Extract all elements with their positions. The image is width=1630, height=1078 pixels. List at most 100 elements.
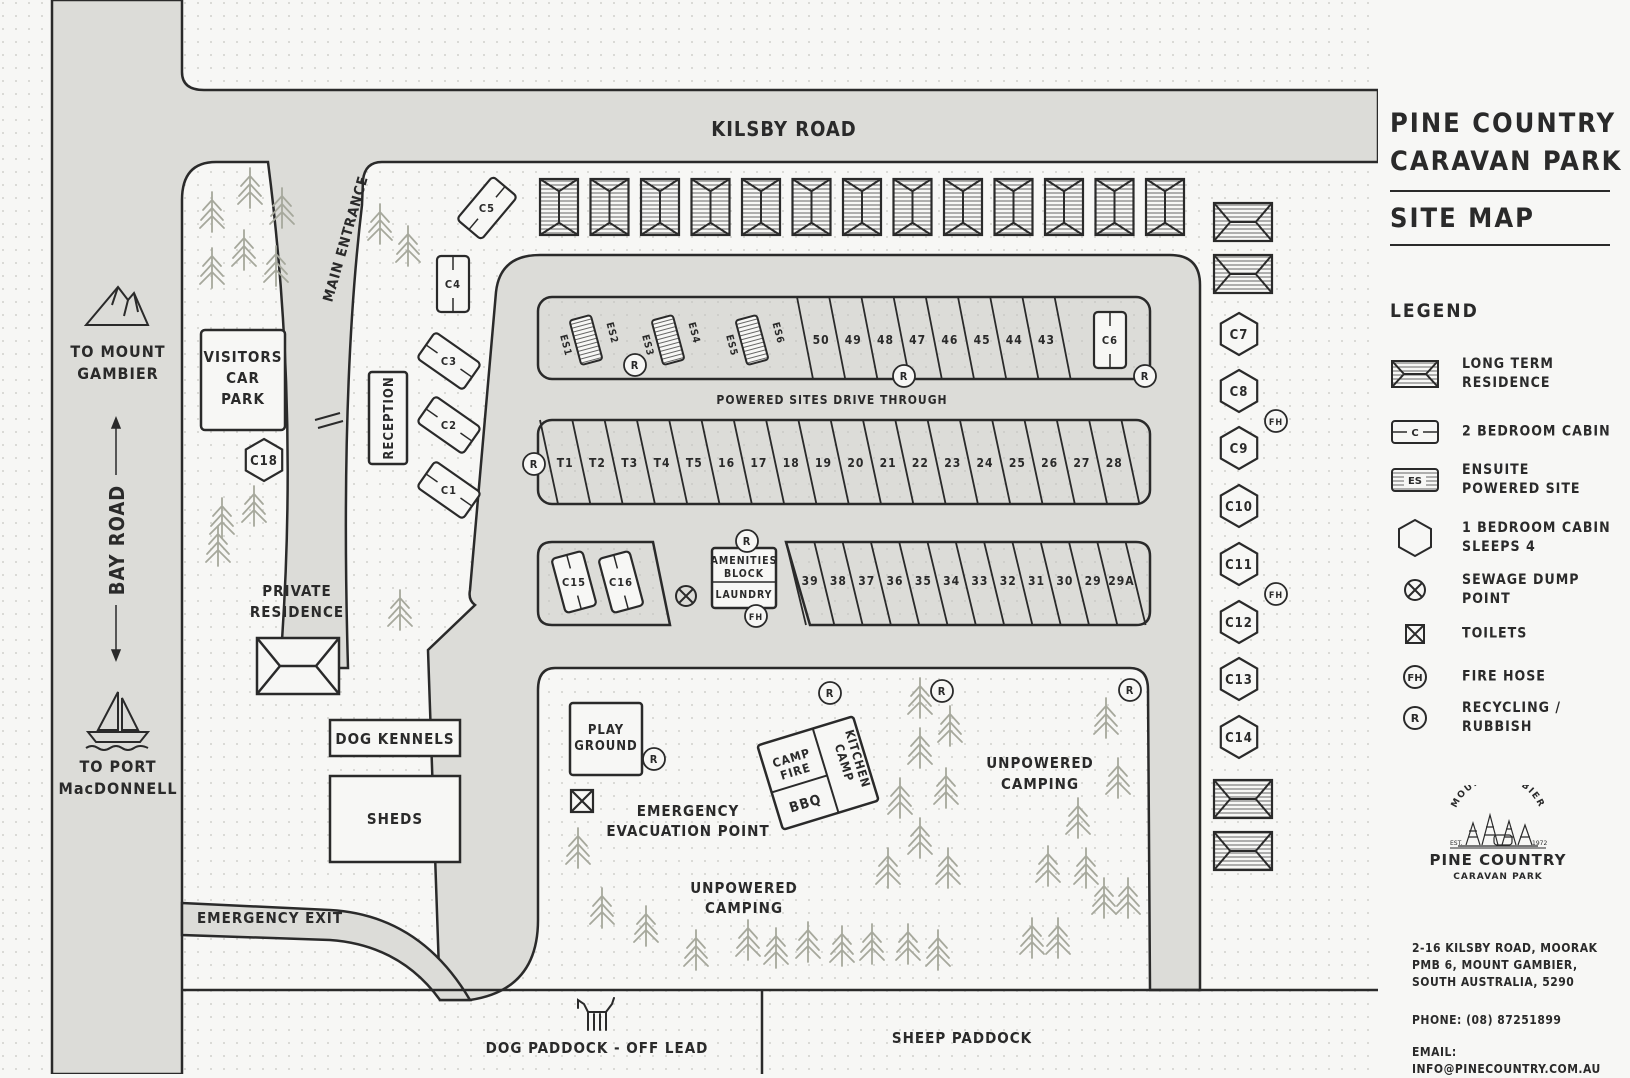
long-term-residence [1144,177,1186,237]
site-label: 27 [1073,456,1090,470]
site-label: 31 [1028,574,1045,588]
site-divider [926,541,949,626]
dog-kennels-label: DOG KENNELS [335,730,454,748]
fire-hose-icon: FH [1403,665,1427,689]
legend-label: FIRE HOSE [1462,668,1546,685]
cabin-label: C6 [1102,334,1118,347]
brand-arc-text: MOUNT GAMBIER [1450,785,1546,810]
sheep-paddock-label: SHEEP PADDOCK [892,1029,1032,1047]
site-label: 50 [813,333,830,347]
site-label: 28 [1106,456,1123,470]
long-term-residence [589,177,630,237]
site-divider [1055,419,1076,505]
cabin-label: C3 [441,355,457,368]
ensuite-label-right: ES6 [769,321,785,345]
legend-item-one-bedroom-cabin: 1 BEDROOM CABIN SLEEPS 4 [1390,518,1630,558]
site-label: 33 [971,574,988,588]
boat-icon [85,691,151,751]
site-divider [828,296,847,380]
cabin-label: C14 [1225,731,1253,746]
site-divider [765,419,785,505]
pine-tree-icon [241,485,267,527]
pine-tree-icon [935,847,961,889]
pine-tree-icon [887,777,913,819]
emergency-exit-label: EMERGENCY EXIT [197,909,343,927]
site-divider [924,296,943,380]
amenities-label-1: AMENITIES [711,555,778,567]
site-label: 29A [1108,574,1134,588]
fire-hose-icon: FH [1264,409,1288,433]
pine-tree-icon [735,919,761,961]
two-bedroom-cabin: C5 [457,176,517,240]
legend-label: 2 BEDROOM CABIN [1462,423,1611,440]
one-bedroom-cabin-icon [1398,518,1432,558]
playground-label-1: PLAY [588,723,624,738]
brand-logo: MOUNT GAMBIER EST. 1972 PINE COUNTRY CAR… [1430,785,1566,882]
recycling-icon: R [1133,364,1157,388]
cabin-label: C15 [562,576,586,589]
two-bedroom-cabin: C15 [551,550,597,614]
site-label: 18 [783,456,800,470]
unpowered-camping-label-2: CAMPING [705,899,783,917]
park-title-line1: PINE COUNTRY [1390,108,1617,139]
pine-tree-icon [589,887,615,929]
site-divider [870,541,892,626]
site-divider [1053,296,1072,380]
site-divider [603,419,624,505]
island-row1 [536,295,1152,381]
site-divider [829,419,850,505]
brand-trees-icon [1458,812,1538,847]
ensuite-label-left: ES3 [639,334,655,358]
evacuation-label-2: EVACUATION POINT [606,822,769,840]
bay-road-label: BAY ROAD [105,485,129,596]
pine-tree-icon [1093,697,1119,739]
legend-label: TOILETS [1462,625,1528,642]
toilets-icon [1405,624,1425,644]
to-port-label-2: MacDONNELL [58,779,177,798]
island-row3-right [784,540,1152,627]
legend-label: LONG TERM RESIDENCE [1462,356,1554,391]
dog-paddock-label: DOG PADDOCK - OFF LEAD [486,1039,709,1057]
site-divider [860,296,879,380]
site-divider [898,541,921,626]
pine-tree-icon [907,727,933,769]
long-term-residence-icon [1391,360,1439,388]
cabin-label: C16 [609,576,633,589]
pine-tree-icon [269,187,295,229]
visitors-label-3: PARK [221,390,265,408]
site-divider [841,541,864,626]
cabin-label: C4 [445,278,461,291]
address-text: 2-16 KILSBY ROAD, MOORAK PMB 6, MOUNT GA… [1412,941,1598,989]
cabin-label: C5 [479,202,495,215]
pine-tree-icon [237,167,263,209]
pine-tree-icon [209,497,235,539]
title-rule-top [1390,190,1610,192]
cabin-symbol-text: C [1411,428,1418,439]
site-label: 20 [847,456,864,470]
one-bedroom-cabin: C18 [244,437,284,483]
site-label: 49 [845,333,862,347]
legend-item-two-bedroom-cabin: C 2 BEDROOM CABIN [1390,412,1630,452]
sewage-dump-icon [675,585,697,607]
pine-tree-icon [387,589,413,631]
site-label: 16 [718,456,735,470]
recycling-icon-text: R [650,753,659,766]
pine-tree-icon [907,817,933,859]
visitors-label-2: CAR [226,369,260,387]
unpowered-camping-label-1: UNPOWERED [690,879,798,897]
site-divider [894,419,915,505]
site-label: 45 [974,333,991,347]
site-label: 32 [1000,574,1017,588]
dog-kennels-building [328,718,462,758]
long-term-residences [538,177,1274,872]
private-residence-building [255,636,341,696]
site-label: T2 [589,456,606,470]
two-bedroom-cabin: C6 [1092,310,1128,370]
pine-tree-icon [1019,917,1045,959]
cabin-label: C2 [441,419,457,432]
phone-text: PHONE: (08) 87251899 [1412,1013,1562,1027]
cabin-label: C18 [250,454,278,469]
